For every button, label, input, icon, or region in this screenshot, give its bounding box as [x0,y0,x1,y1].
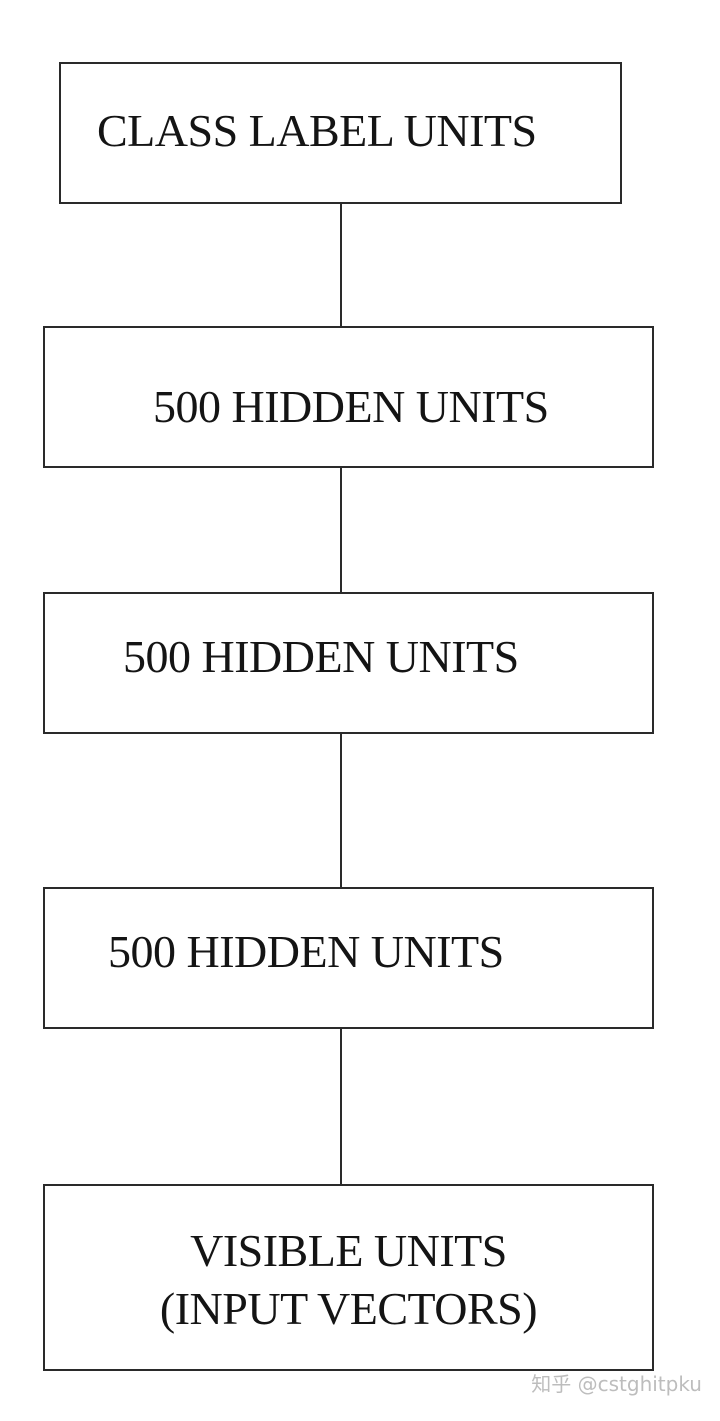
hidden-units-label-middle: 500 HIDDEN UNITS [123,631,519,682]
watermark-text: 知乎 @cstghitpku [531,1372,702,1396]
input-vectors-label: (INPUT VECTORS) [159,1283,538,1334]
hidden-units-label-bottom: 500 HIDDEN UNITS [108,926,504,977]
visible-units-label: VISIBLE UNITS [190,1225,507,1276]
connector-hidden3-to-hidden2 [340,467,342,593]
hidden-units-box-middle: 500 HIDDEN UNITS [43,592,654,734]
connector-class-to-hidden3 [340,203,342,327]
hidden-units-box-bottom: 500 HIDDEN UNITS [43,887,654,1029]
hidden-units-box-top: 500 HIDDEN UNITS [43,326,654,468]
class-label-units-label: CLASS LABEL UNITS [97,105,537,156]
visible-units-box: VISIBLE UNITS (INPUT VECTORS) [43,1184,654,1371]
connector-hidden1-to-visible [340,1028,342,1185]
class-label-units-box: CLASS LABEL UNITS [59,62,622,204]
connector-hidden2-to-hidden1 [340,733,342,888]
hidden-units-label-top: 500 HIDDEN UNITS [153,381,549,432]
